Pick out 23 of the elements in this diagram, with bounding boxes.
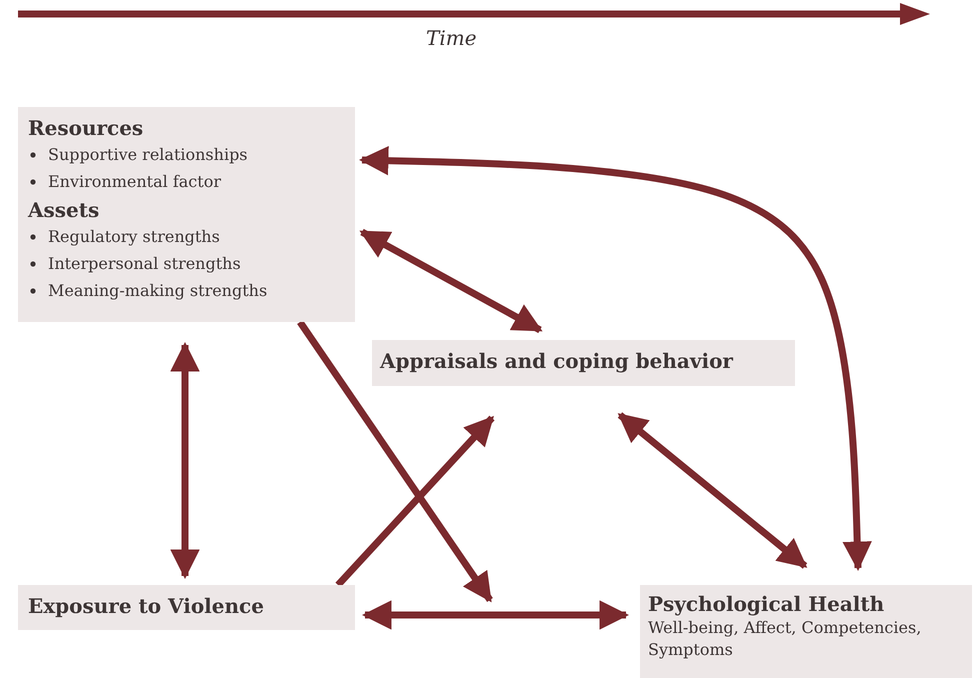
- box-description: Well-being, Affect, Competencies, Symptoms: [648, 617, 922, 661]
- bullet-item: Regulatory strengths: [48, 226, 220, 248]
- arrow: [359, 228, 543, 334]
- box-heading: Exposure to Violence: [28, 593, 264, 619]
- arrow: [618, 412, 808, 569]
- bullet-item: Interpersonal strengths: [48, 253, 241, 275]
- concept-box: [640, 585, 972, 678]
- concept-box: [18, 107, 355, 322]
- box-heading: Psychological Health: [648, 591, 884, 617]
- box-heading: Assets: [28, 197, 100, 223]
- concept-box: [18, 585, 355, 630]
- concept-box: [372, 340, 795, 386]
- bullet-item: Supportive relationships: [48, 144, 248, 166]
- box-heading: Appraisals and coping behavior: [380, 348, 733, 374]
- bullet-item: Environmental factor: [48, 171, 221, 193]
- arrow: [359, 146, 872, 571]
- arrow: [297, 320, 493, 602]
- arrow: [170, 342, 200, 579]
- axis-label: Time: [426, 26, 477, 50]
- arrow: [335, 416, 495, 588]
- bullet-item: Meaning-making strengths: [48, 280, 268, 302]
- box-heading: Resources: [28, 115, 144, 141]
- arrow: [362, 600, 629, 630]
